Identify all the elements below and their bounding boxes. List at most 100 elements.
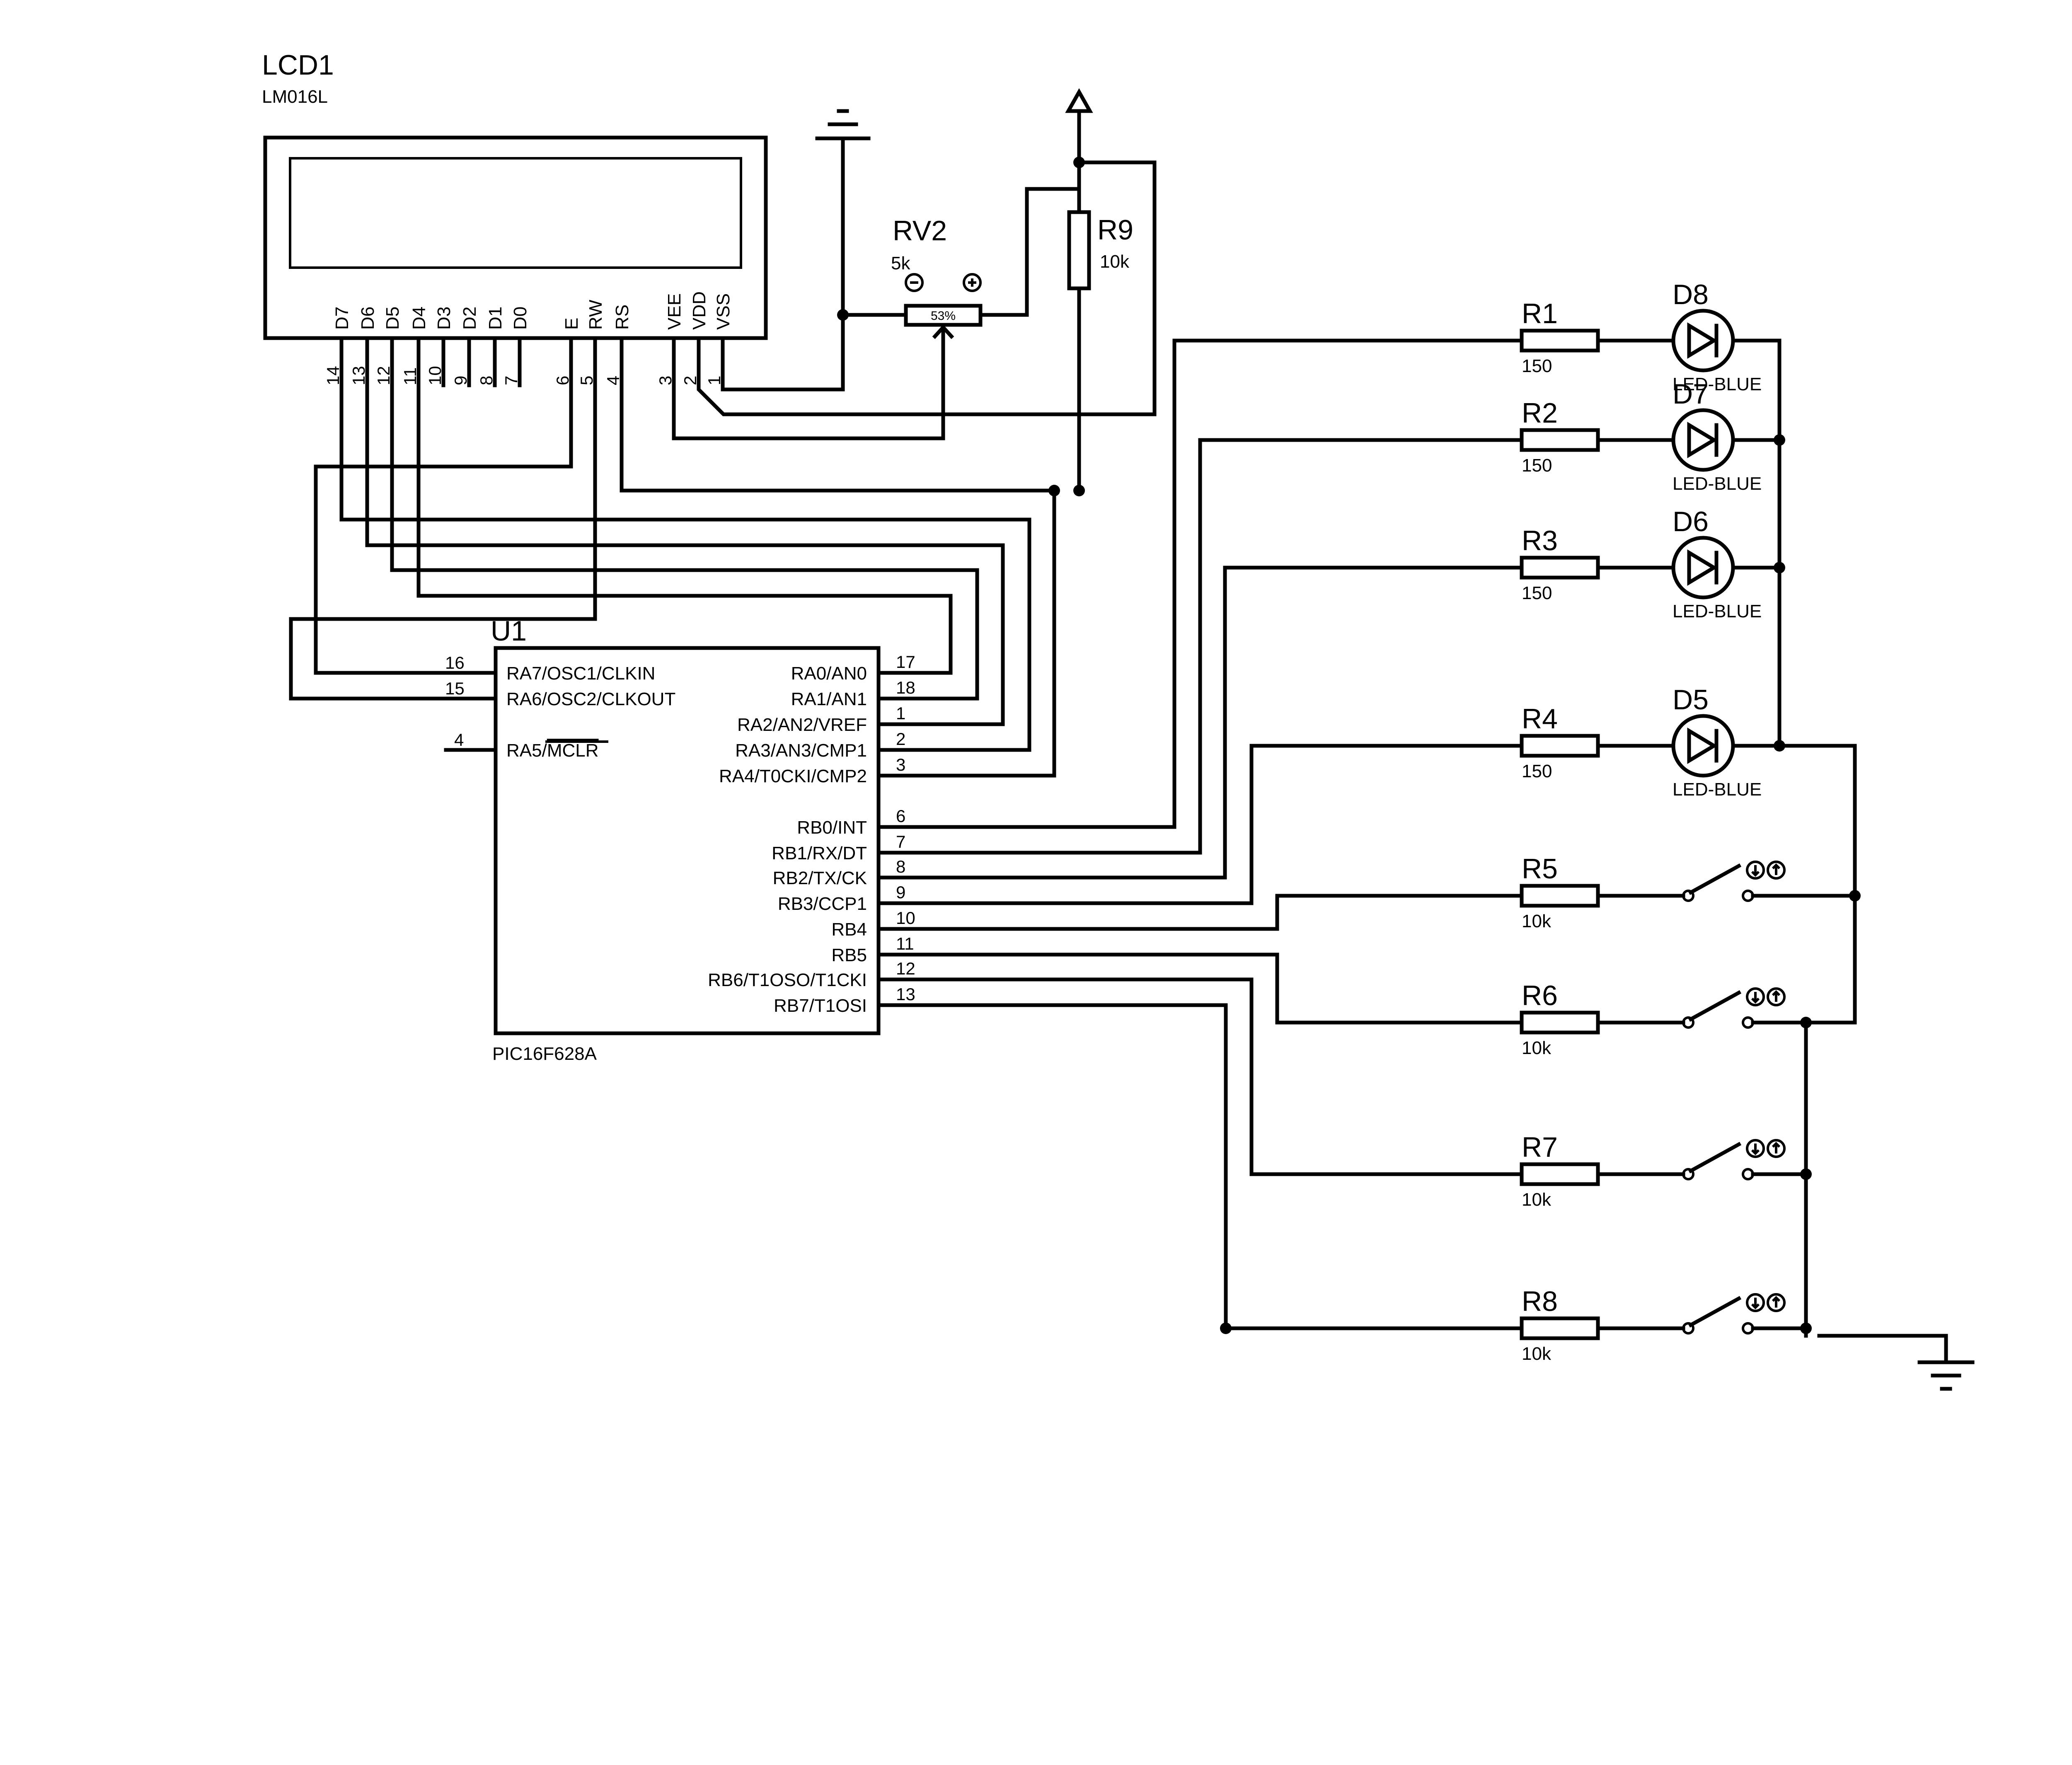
- r9-value-label: 10k: [1100, 251, 1130, 272]
- mcu-pin-name: RA4/T0CKI/CMP2: [719, 766, 867, 786]
- ground-symbol-top: [815, 109, 871, 392]
- resistor-value-label: 10k: [1522, 1038, 1552, 1058]
- lcd-pin-number: 13: [349, 366, 368, 385]
- push-button-switch: [1682, 861, 1786, 902]
- momentary-up-icon: [1767, 1139, 1786, 1158]
- momentary-down-icon: [1746, 861, 1765, 880]
- resistor-value-label: 150: [1522, 455, 1552, 476]
- led-branches: R1150D8LED-BLUER2150D7LED-BLUER3150D6LED…: [918, 279, 1857, 1025]
- mcu-pin-number: 13: [896, 984, 915, 1004]
- rv2-ref-label: RV2: [893, 215, 947, 247]
- increase-icon: [963, 273, 982, 292]
- lcd-pin-number: 5: [577, 376, 596, 385]
- lcd-pins: D714D613D512D411D310D29D18D07E6RW5RS4VEE…: [323, 291, 733, 387]
- lcd-pin-rs: RS 4: [603, 305, 632, 385]
- mcu-pin-number: 15: [445, 679, 465, 698]
- mcu-pin-name: RA5/MCLR: [506, 740, 599, 761]
- potentiometer-rv2: RV2 5k 53%: [891, 215, 983, 440]
- lcd-module: LCD1 LM016L D714D613D512D411D310D29D18D0…: [262, 49, 768, 387]
- lcd-pin-d0: D07: [501, 307, 530, 387]
- lcd-body: [263, 135, 768, 340]
- mcu-pin-number: 11: [896, 934, 914, 953]
- lcd-pin-number: 8: [477, 376, 496, 385]
- lcd-pin-number: 6: [553, 376, 572, 385]
- momentary-down-icon: [1746, 987, 1765, 1006]
- lcd-pin-number: 2: [680, 376, 700, 385]
- mcu-pin-name: RA6/OSC2/CLKOUT: [506, 689, 675, 709]
- lcd-model-label: LM016L: [262, 87, 328, 107]
- resistor-r9: R9 10k: [1067, 210, 1133, 290]
- mcu-pin-name: RA7/OSC1/CLKIN: [506, 663, 655, 684]
- mcu-pin-name: RA0/AN0: [791, 663, 867, 684]
- lcd-pin-name: RS: [612, 305, 632, 330]
- microcontroller-u1: U1 PIC16F628A 16RA7/OSC1/CLKIN15RA6/OSC2…: [444, 615, 922, 1064]
- mcu-pin-name: RB3/CCP1: [778, 894, 867, 914]
- resistor-body: [1520, 884, 1600, 908]
- rv2-value-label: 5k: [891, 253, 910, 273]
- lcd-pin-d7: D7 14: [323, 307, 352, 385]
- lcd-pin-number: 14: [323, 366, 343, 385]
- lcd-power-wiring: [672, 157, 1157, 496]
- resistor-r6: R6 10k: [1520, 980, 1600, 1058]
- mcu-pin-number: 18: [896, 678, 915, 697]
- mcu-pin-name: RB5: [831, 945, 867, 965]
- lcd-pin-name: D2: [460, 307, 480, 330]
- led-type-label: LED-BLUE: [1673, 601, 1762, 621]
- led-type-label: LED-BLUE: [1673, 779, 1762, 800]
- resistor-body: [1520, 1011, 1600, 1035]
- mcu-pin-name: RB4: [831, 919, 867, 940]
- led-ref-label: D8: [1673, 279, 1709, 310]
- resistor-ref-label: R6: [1522, 980, 1558, 1011]
- lcd-pin-number: 1: [704, 376, 724, 385]
- lcd-pin-number: 9: [451, 376, 470, 385]
- lcd-pin-number: 10: [425, 366, 445, 385]
- mcu-pin-number: 2: [896, 729, 905, 749]
- resistor-body: [1520, 556, 1600, 580]
- push-button-switch: [1682, 1293, 1786, 1335]
- momentary-up-icon: [1767, 1293, 1786, 1312]
- push-button-switch: [1682, 987, 1786, 1029]
- led-ref-label: D7: [1673, 378, 1709, 410]
- resistor-body: [1520, 1162, 1600, 1186]
- resistor-value-label: 10k: [1522, 911, 1552, 931]
- u1-part-label: PIC16F628A: [492, 1044, 597, 1064]
- lcd-pin-number: 4: [603, 376, 623, 385]
- mcu-pin-number: 3: [896, 755, 905, 774]
- mcu-pin-number: 4: [454, 730, 464, 750]
- momentary-up-icon: [1767, 987, 1786, 1006]
- mcu-pin-number: 6: [896, 806, 905, 826]
- lcd-pin-name: D7: [332, 307, 352, 330]
- switch-branch-r6: R6 10k: [918, 953, 1857, 1058]
- resistor-ref-label: R3: [1522, 525, 1558, 556]
- resistor-body: [1520, 329, 1600, 353]
- momentary-down-icon: [1746, 1293, 1765, 1312]
- mcu-pin-number: 8: [896, 857, 905, 876]
- mcu-pin-overline: MCLR: [547, 740, 599, 761]
- lcd-pin-name: VSS: [713, 293, 733, 330]
- lcd-pin-number: 7: [501, 376, 521, 385]
- mcu-pin-number: 9: [896, 882, 905, 902]
- lcd-pin-name: D1: [485, 307, 506, 330]
- mcu-pin-number: 17: [896, 652, 915, 672]
